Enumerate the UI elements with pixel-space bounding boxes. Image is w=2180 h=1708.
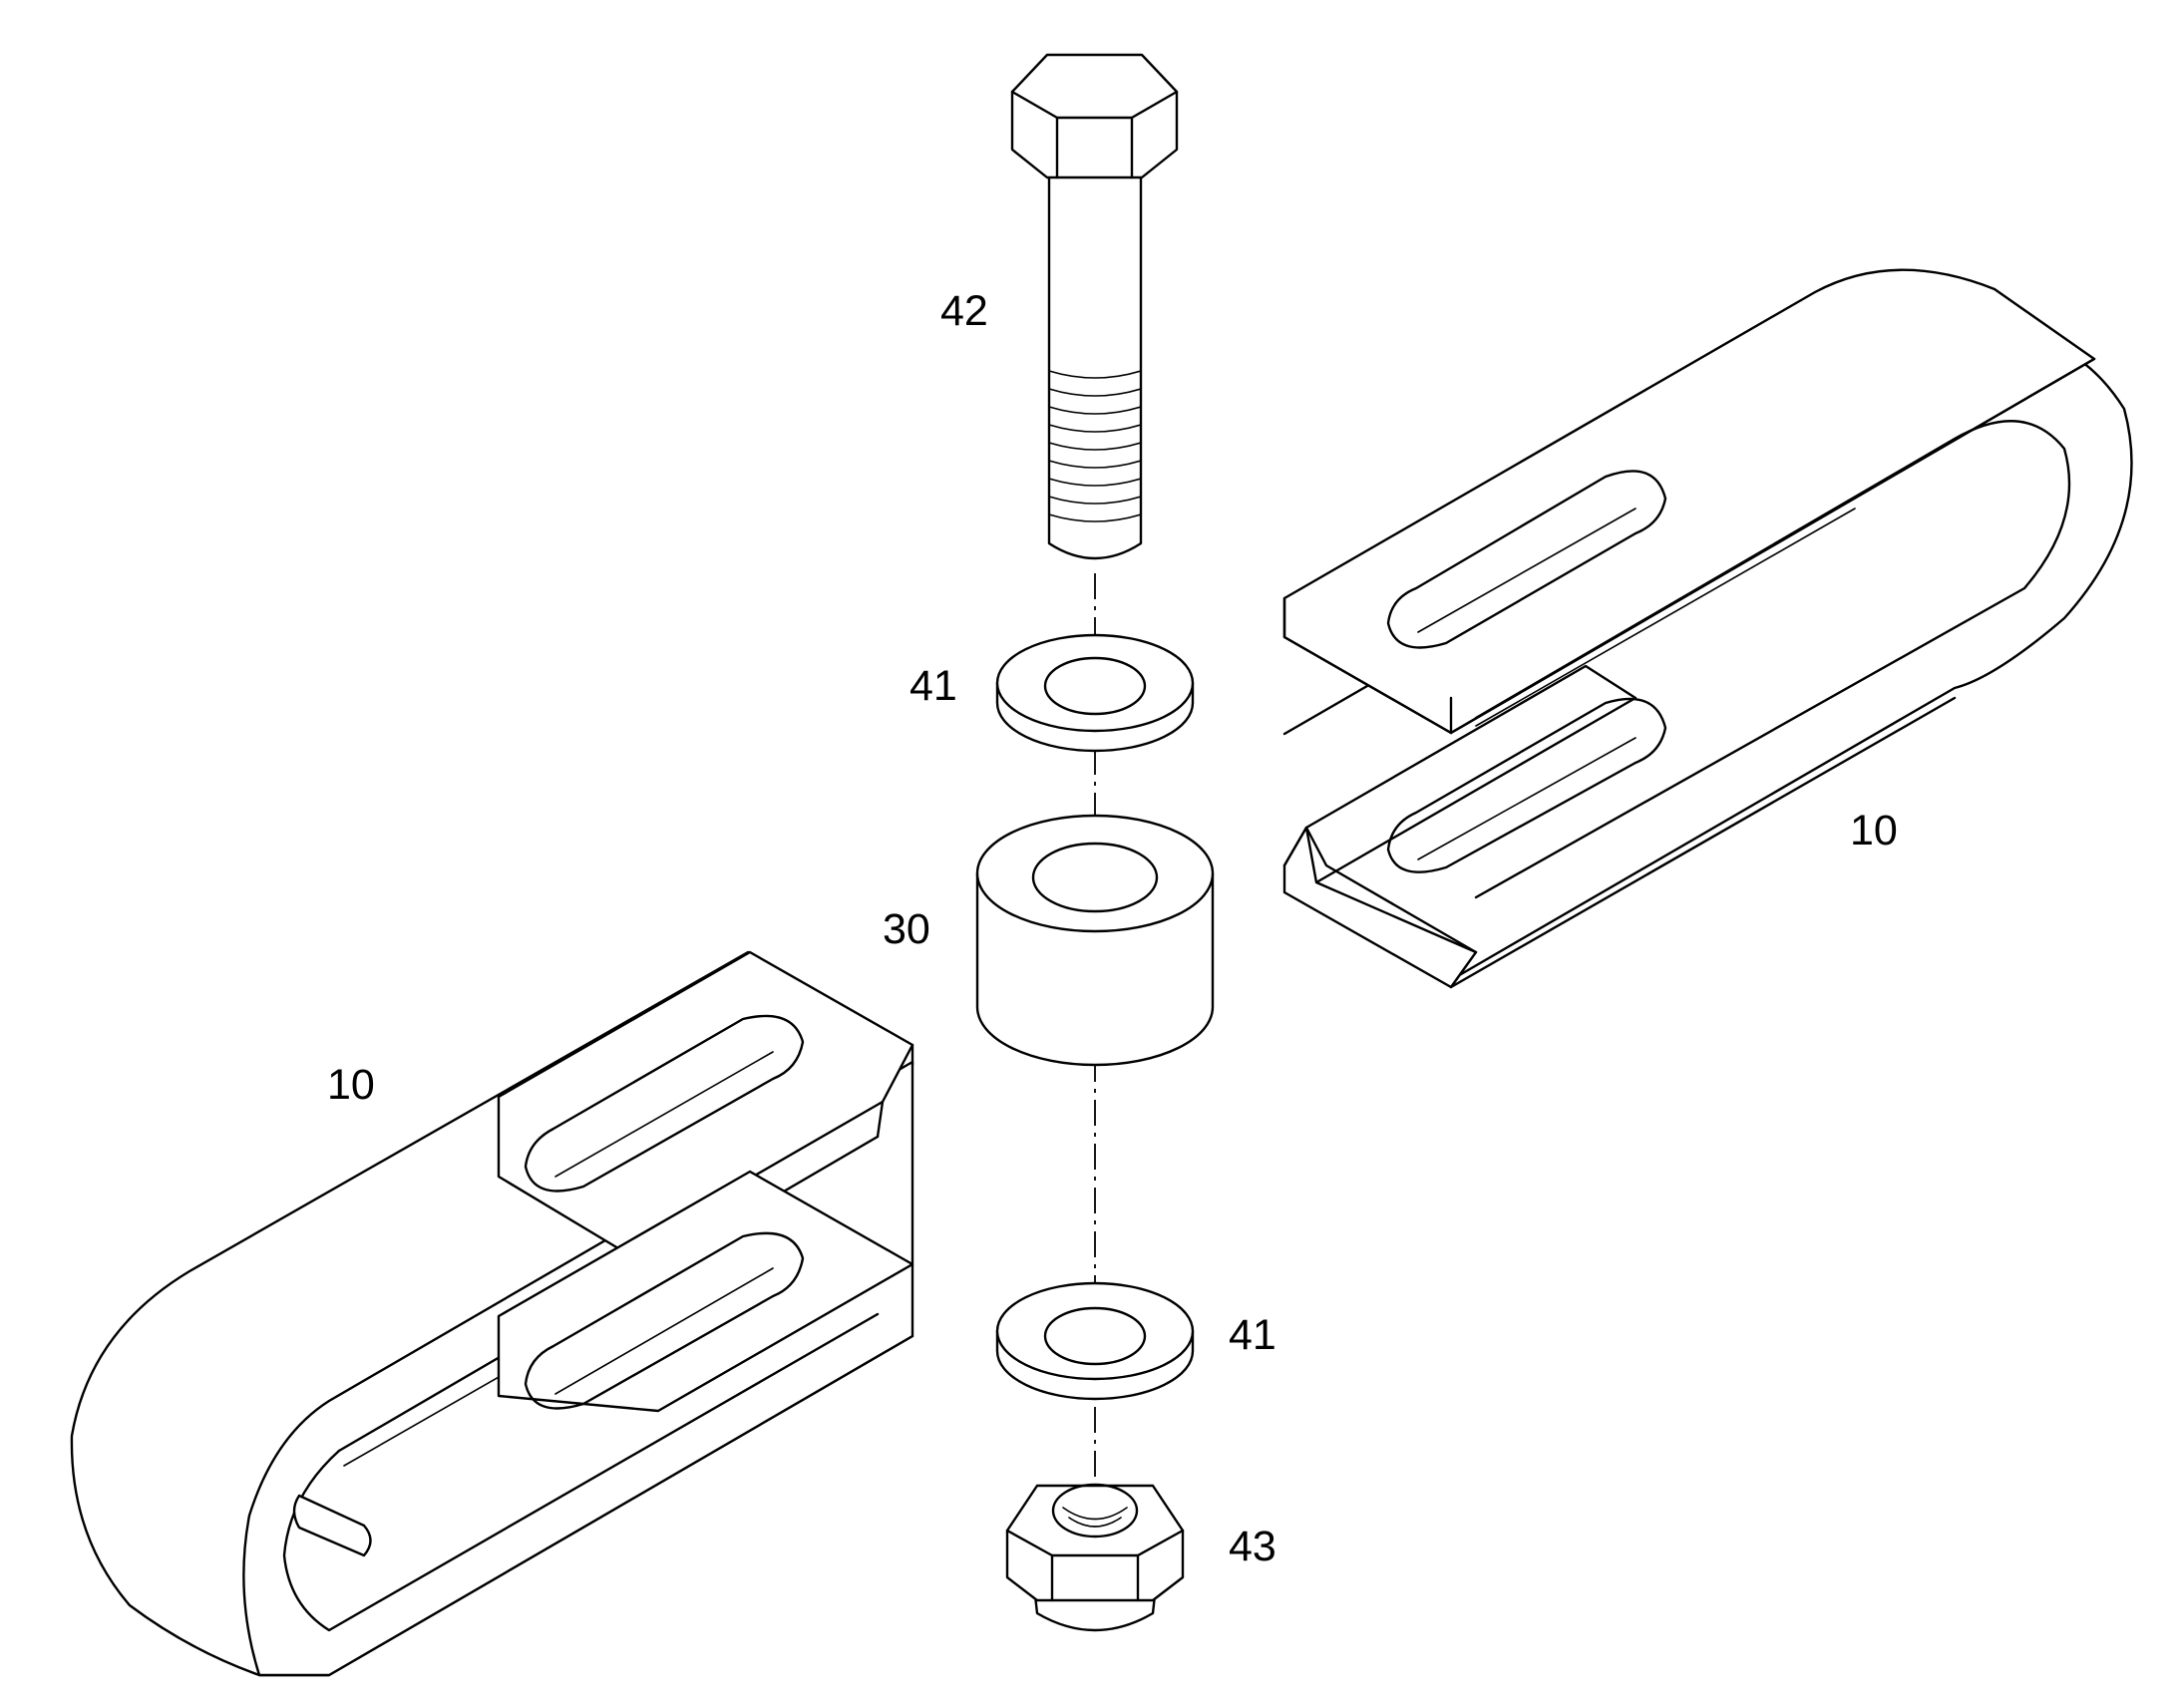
label-lower-washer: 41 — [1229, 1311, 1276, 1359]
label-left-clamp: 10 — [327, 1061, 375, 1109]
label-nut: 43 — [1229, 1523, 1276, 1570]
label-upper-washer: 41 — [909, 662, 957, 710]
label-right-clamp: 10 — [1850, 807, 1898, 854]
right-u-clamp — [1282, 268, 2133, 989]
lower-washer — [995, 1281, 1195, 1401]
cylindrical-spacer — [975, 814, 1215, 1067]
label-spacer: 30 — [883, 905, 930, 953]
label-bolt: 42 — [940, 287, 988, 335]
upper-washer — [995, 633, 1195, 753]
left-u-clamp — [70, 950, 914, 1677]
hex-nut — [1005, 1483, 1185, 1632]
hex-bolt — [1010, 53, 1179, 560]
